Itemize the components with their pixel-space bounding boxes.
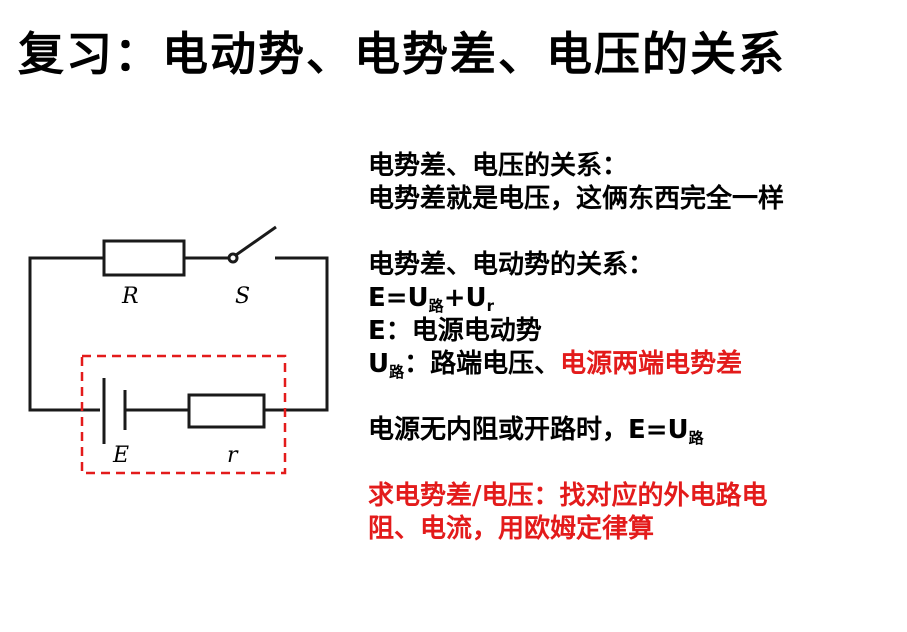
method-note-line1: 求电势差/电压：找对应的外电路电	[368, 481, 768, 511]
terminal-voltage-highlight: 电源两端电势差	[560, 349, 743, 379]
wire-top-left	[28, 256, 104, 412]
label-R: R	[121, 284, 139, 309]
emf-formula: E=U路+Ur	[368, 283, 494, 315]
potential-emf-heading: 电势差、电动势的关系：	[368, 250, 655, 280]
wire-right	[264, 256, 329, 412]
internal-resistor	[187, 393, 266, 429]
notes-panel: 电势差、电压的关系： 电势差就是电压，这俩东西完全一样 电势差、电动势的关系： …	[368, 150, 898, 546]
terminal-voltage-definition: U路：路端电压、电源两端电势差	[368, 349, 743, 381]
power-source-dashed-box	[80, 354, 287, 475]
label-r: r	[227, 443, 239, 468]
potential-voltage-body: 电势差就是电压，这俩东西完全一样	[368, 184, 785, 214]
method-note-line2: 阻、电流，用欧姆定律算	[368, 514, 655, 544]
emf-definition: E：电源电动势	[368, 316, 542, 346]
potential-voltage-heading: 电势差、电压的关系：	[368, 151, 629, 181]
label-S: S	[235, 284, 250, 309]
no-internal-resistance-note: 电源无内阻或开路时，E=U路	[368, 415, 704, 447]
switch-pivot	[227, 252, 239, 264]
switch-blade	[235, 225, 277, 257]
page-title: 复习：电动势、电势差、电压的关系	[18, 27, 786, 81]
label-E: E	[112, 443, 129, 468]
circuit-diagram: R S E r	[28, 225, 329, 475]
resistor-r	[102, 239, 186, 277]
